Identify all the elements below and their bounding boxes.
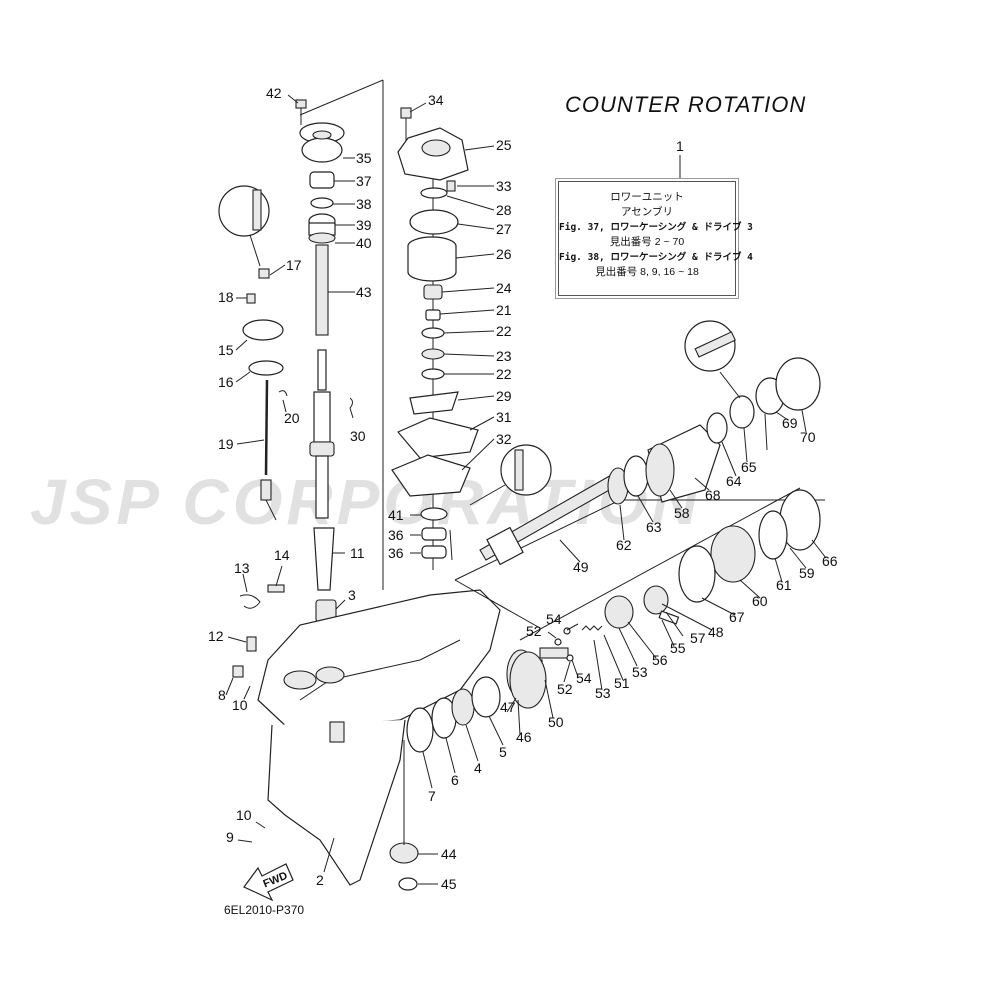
callout-14: 14 xyxy=(274,547,290,563)
callout-8: 8 xyxy=(218,687,226,703)
callout-33: 33 xyxy=(496,178,512,194)
callout-52a: 52 xyxy=(526,623,542,639)
callout-35: 35 xyxy=(356,150,372,166)
callout-39: 39 xyxy=(356,217,372,233)
callout-38: 38 xyxy=(356,196,372,212)
callout-51: 51 xyxy=(614,675,630,691)
callout-19: 19 xyxy=(218,436,234,452)
callout-10b: 10 xyxy=(236,807,252,823)
callout-44: 44 xyxy=(441,846,457,862)
callout-20: 20 xyxy=(284,410,300,426)
note-line-2: アセンブリ xyxy=(621,206,673,218)
callout-54b: 54 xyxy=(576,670,592,686)
callout-45: 45 xyxy=(441,876,457,892)
callout-4: 4 xyxy=(474,760,482,776)
drive-shaft-group xyxy=(218,79,384,678)
callout-57: 57 xyxy=(690,630,706,646)
note-line-1: ロワーユニット xyxy=(610,191,684,203)
callout-31: 31 xyxy=(496,409,512,425)
callout-11: 11 xyxy=(350,545,365,561)
water-pump-group xyxy=(391,107,479,570)
diagram-title: COUNTER ROTATION xyxy=(565,92,807,117)
callout-47: 47 xyxy=(500,699,516,715)
callout-16: 16 xyxy=(218,374,234,390)
callout-23: 23 xyxy=(496,348,512,364)
callout-22b: 22 xyxy=(496,366,512,382)
callout-26: 26 xyxy=(496,246,512,262)
callout-12: 12 xyxy=(208,628,224,644)
callout-32: 32 xyxy=(496,431,512,447)
callout-27: 27 xyxy=(496,221,512,237)
lower-casing: FWD xyxy=(243,589,501,902)
callout-29: 29 xyxy=(496,388,512,404)
forward-gear-group xyxy=(406,487,801,753)
propeller-shaft-group xyxy=(454,320,825,662)
callout-49: 49 xyxy=(573,559,589,575)
callout-70: 70 xyxy=(800,429,816,445)
callout-36b: 36 xyxy=(388,545,404,561)
callout-34: 34 xyxy=(428,92,444,108)
callout-43: 43 xyxy=(356,284,372,300)
callout-5: 5 xyxy=(499,744,507,760)
callouts: 42 35 37 38 39 40 43 17 18 15 16 20 19 3… xyxy=(208,85,838,892)
callout-66: 66 xyxy=(822,553,838,569)
callout-22a: 22 xyxy=(496,323,512,339)
callout-36a: 36 xyxy=(388,527,404,543)
callout-18: 18 xyxy=(218,289,234,305)
callout-17: 17 xyxy=(286,257,302,273)
callout-64: 64 xyxy=(726,473,742,489)
callout-52b: 52 xyxy=(557,681,573,697)
assembly-note-box: ロワーユニット アセンブリ Fig. 37, ロワーケーシング & ドライブ 3… xyxy=(558,181,753,296)
callout-9: 9 xyxy=(226,829,234,845)
callout-30: 30 xyxy=(350,428,366,444)
callout-41: 41 xyxy=(388,507,404,523)
callout-67: 67 xyxy=(729,609,745,625)
callout-62: 62 xyxy=(616,537,632,553)
callout-10a: 10 xyxy=(232,697,248,713)
note-line-5: Fig. 38, ロワーケーシング & ドライブ 4 xyxy=(559,252,753,263)
callout-3: 3 xyxy=(348,587,356,603)
callout-60: 60 xyxy=(752,593,768,609)
callout-59: 59 xyxy=(799,565,815,581)
callout-15: 15 xyxy=(218,342,234,358)
callout-50: 50 xyxy=(548,714,564,730)
callout-42: 42 xyxy=(266,85,282,101)
callout-1: 1 xyxy=(676,138,684,154)
callout-21: 21 xyxy=(496,302,512,318)
callout-46: 46 xyxy=(516,729,532,745)
callout-28: 28 xyxy=(496,202,512,218)
callout-48: 48 xyxy=(708,624,724,640)
callout-13: 13 xyxy=(234,560,250,576)
callout-54a: 54 xyxy=(546,611,562,627)
callout-25: 25 xyxy=(496,137,512,153)
callout-61: 61 xyxy=(776,577,792,593)
leader-lines xyxy=(225,94,827,885)
callout-65: 65 xyxy=(741,459,757,475)
diagram-code: 6EL2010-P370 xyxy=(224,903,305,917)
note-line-6: 見出番号 8, 9, 16 ~ 18 xyxy=(595,266,699,278)
callout-2: 2 xyxy=(316,872,324,888)
callout-58: 58 xyxy=(674,505,690,521)
callout-7: 7 xyxy=(428,788,436,804)
note-line-3: Fig. 37, ロワーケーシング & ドライブ 3 xyxy=(559,222,753,233)
callout-56: 56 xyxy=(652,652,668,668)
callout-24: 24 xyxy=(496,280,512,296)
callout-55: 55 xyxy=(670,640,686,656)
callout-68: 68 xyxy=(705,487,721,503)
callout-37: 37 xyxy=(356,173,372,189)
callout-6: 6 xyxy=(451,772,459,788)
callout-69: 69 xyxy=(782,415,798,431)
note-line-4: 見出番号 2 ~ 70 xyxy=(609,236,685,248)
callout-40: 40 xyxy=(356,235,372,251)
callout-63: 63 xyxy=(646,519,662,535)
callout-53b: 53 xyxy=(632,664,648,680)
callout-53a: 53 xyxy=(595,685,611,701)
